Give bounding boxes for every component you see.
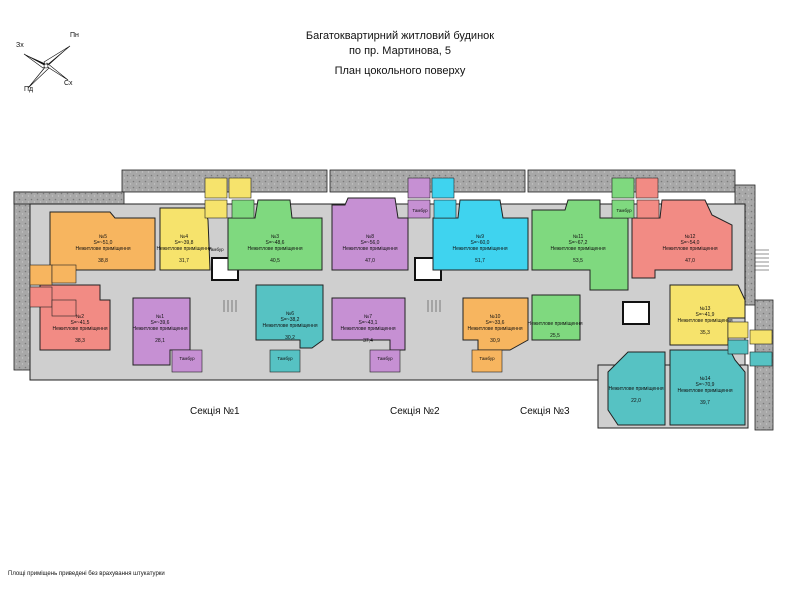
room-number: №3	[271, 234, 279, 240]
room-usable-area: 47,0	[685, 258, 695, 264]
room-4[interactable]	[159, 207, 211, 271]
tech-label: Тамбур	[179, 356, 195, 361]
room-number: №6	[286, 311, 294, 317]
room-type-label: Нежитлове приміщення	[467, 326, 522, 332]
footnote: Площі приміщень приведені без врахування…	[8, 571, 165, 577]
room-number: №12	[685, 234, 696, 240]
tech-label: Тамбур	[277, 356, 293, 361]
room-number: №4	[180, 234, 188, 240]
room-usable-area: 25,5	[550, 333, 560, 339]
stairs	[223, 249, 769, 312]
room-usable-area: 28,1	[155, 338, 165, 344]
compass-north-label: Пн	[70, 32, 79, 39]
building-title: Багатоквартирний житловий будинок	[305, 30, 495, 42]
room-area: S=~51,0	[94, 240, 113, 246]
room-number: №8	[366, 234, 374, 240]
tech-label: Тамбур	[616, 208, 632, 213]
room-number: №5	[99, 234, 107, 240]
room-13[interactable]	[669, 284, 746, 346]
room-usable-area: 37,4	[363, 338, 373, 344]
room-number: №10	[490, 314, 501, 320]
room-type-label: Нежитлове приміщення	[452, 246, 507, 252]
room-8[interactable]	[331, 197, 409, 271]
room-type-label: Нежитлове приміщення	[677, 388, 732, 394]
compass-west-label: Зх	[16, 42, 24, 49]
room-3[interactable]	[227, 199, 323, 271]
room-area: S=~39,6	[151, 320, 170, 326]
room-1[interactable]	[132, 297, 191, 366]
room-type-label: Нежитлове приміщення	[662, 246, 717, 252]
section-2-label: Секція №2	[390, 406, 440, 417]
tech-label: Тамбур	[377, 356, 393, 361]
room-area: S=~70,9	[696, 382, 715, 388]
room-number: №2	[76, 314, 84, 320]
room-usable-area: 40,5	[270, 258, 280, 264]
room-number: №7	[364, 314, 372, 320]
room-area: S=~60,0	[471, 240, 490, 246]
plan-title: План цокольного поверху	[334, 65, 466, 77]
room-usable-area: 30,9	[490, 338, 500, 344]
room-11b[interactable]	[531, 294, 581, 341]
room-area: S=~67,2	[569, 240, 588, 246]
room-type-label: Нежитлове приміщення	[340, 326, 395, 332]
room-type-label: Нежитлове приміщення	[132, 326, 187, 332]
room-14b[interactable]	[607, 351, 666, 426]
room-area: S=~54,0	[681, 240, 700, 246]
compass-south-label: Пд	[24, 86, 34, 93]
room-type-label: Нежитлове приміщення	[608, 386, 663, 392]
building-address: по пр. Мартинова, 5	[348, 45, 452, 57]
room-type-label: Нежитлове приміщення	[262, 323, 317, 329]
room-area: S=~38,2	[281, 317, 300, 323]
section-1-label: Секція №1	[190, 406, 240, 417]
room-usable-area: 35,3	[700, 330, 710, 336]
room-usable-area: 51,7	[475, 258, 485, 264]
room-number: №13	[700, 306, 711, 312]
room-number: №14	[700, 376, 711, 382]
room-number: №9	[476, 234, 484, 240]
room-6[interactable]	[255, 284, 324, 349]
room-type-label: Нежитлове приміщення	[677, 318, 732, 324]
room-usable-area: 38,3	[75, 338, 85, 344]
room-usable-area: 31,7	[179, 258, 189, 264]
tech-label: Тамбур	[412, 208, 428, 213]
tech-label: Тамбур	[208, 247, 224, 252]
room-9[interactable]	[432, 199, 529, 271]
technical-rooms: Тамбур Тамбур Тамбур Тамбур Тамбур Тамбу…	[29, 177, 773, 373]
room-number: №1	[156, 314, 164, 320]
room-area: S=~43,1	[359, 320, 378, 326]
room-usable-area: 39,7	[700, 400, 710, 406]
room-type-label: Нежитлове приміщення	[52, 326, 107, 332]
room-area: S=~39,8	[175, 240, 194, 246]
room-usable-area: 30,2	[285, 335, 295, 341]
room-usable-area: 47,0	[365, 258, 375, 264]
room-type-label: Нежитлове приміщення	[550, 246, 605, 252]
tech-label: Тамбур	[479, 356, 495, 361]
room-area: S=~33,6	[486, 320, 505, 326]
compass-rose-icon	[23, 45, 71, 89]
room-area: S=~56,0	[361, 240, 380, 246]
room-type-label: Нежитлове приміщення	[156, 246, 211, 252]
room-number: №11	[573, 234, 584, 240]
room-type-label: Нежитлове приміщення	[342, 246, 397, 252]
room-area: S=~41,5	[71, 320, 90, 326]
room-12[interactable]	[631, 199, 733, 279]
compass-east-label: Сх	[64, 80, 73, 87]
room-type-label: Нежитлове приміщення	[247, 246, 302, 252]
room-type-label: Нежитлове приміщення	[527, 321, 582, 327]
room-usable-area: 38,8	[98, 258, 108, 264]
section-3-label: Секція №3	[520, 406, 570, 417]
room-area: S=~48,6	[266, 240, 285, 246]
room-type-label: Нежитлове приміщення	[75, 246, 130, 252]
room-usable-area: 53,5	[573, 258, 583, 264]
room-usable-area: 22,0	[631, 398, 641, 404]
room-area: S=~41,9	[696, 312, 715, 318]
